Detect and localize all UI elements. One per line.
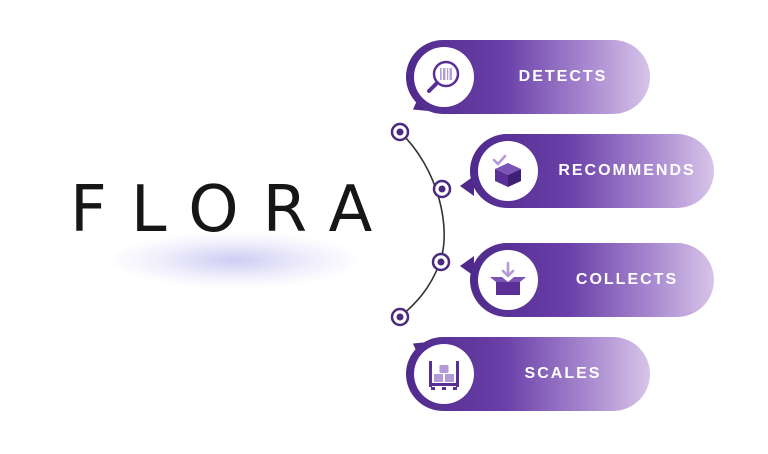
pallet-boxes-icon bbox=[429, 361, 459, 390]
node-1 bbox=[390, 122, 410, 142]
connector-line bbox=[399, 131, 445, 318]
step-label-recommends: RECOMMENDS bbox=[558, 162, 696, 179]
open-box-arrow-icon bbox=[490, 261, 526, 295]
step-detects: DETECTS bbox=[406, 40, 650, 114]
logo-glow bbox=[110, 232, 360, 288]
box-check-icon bbox=[492, 154, 521, 187]
step-recommends: RECOMMENDS bbox=[470, 134, 714, 208]
icon-circle-recommends bbox=[478, 141, 538, 201]
node-2 bbox=[432, 179, 452, 199]
step-scales: SCALES bbox=[406, 337, 650, 411]
node-3 bbox=[431, 252, 451, 272]
icon-circle-collects bbox=[478, 250, 538, 310]
icon-circle-scales bbox=[414, 344, 474, 404]
magnifier-barcode-icon bbox=[427, 60, 460, 93]
step-label-scales: SCALES bbox=[524, 365, 602, 382]
icon-circle-detects bbox=[414, 47, 474, 107]
node-4 bbox=[390, 307, 410, 327]
step-collects: COLLECTS bbox=[470, 243, 714, 317]
flora-logo: FLORA bbox=[70, 173, 397, 247]
step-label-detects: DETECTS bbox=[518, 68, 608, 85]
step-label-collects: COLLECTS bbox=[575, 271, 679, 288]
